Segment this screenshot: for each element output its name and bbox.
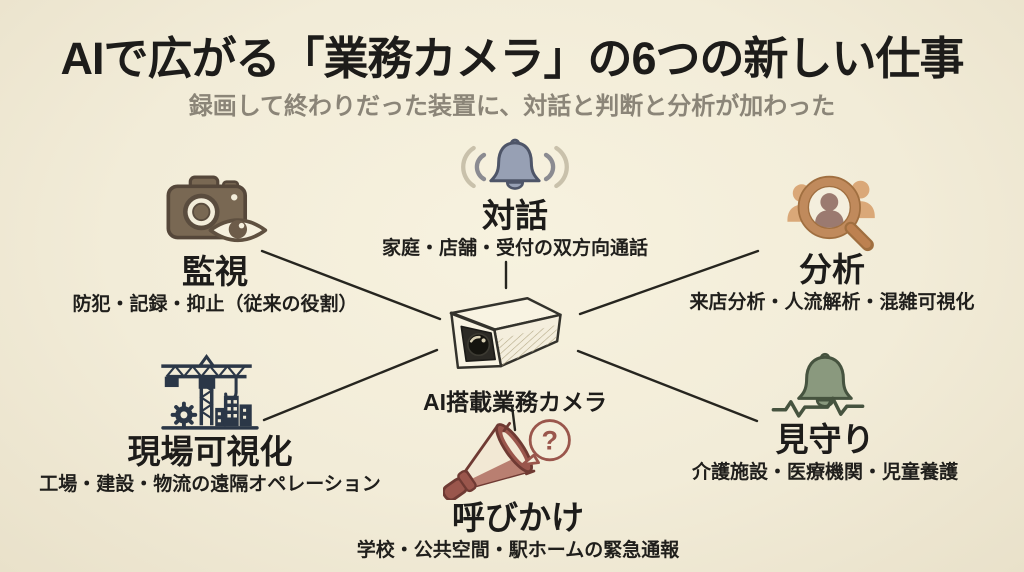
node-description: 学校・公共空間・駅ホームの緊急通報 <box>356 539 680 561</box>
connector-line-analysis <box>578 249 760 316</box>
ringing-bell-icon <box>454 138 576 198</box>
node-title: 分析 <box>799 251 865 288</box>
node-description: 介護施設・医療機関・児童養護 <box>691 461 958 483</box>
node-title: 対話 <box>482 197 548 234</box>
center-camera: AI搭載業務カメラ <box>423 290 607 417</box>
people-magnifier-icon <box>778 175 886 252</box>
node-surveillance: 監視 防犯・記録・抑止（従来の役割） <box>35 175 395 316</box>
connector-line-watch-over <box>576 349 759 423</box>
connector-line-surveillance <box>260 249 442 321</box>
node-title: 現場可視化 <box>127 433 293 470</box>
node-title: 呼びかけ <box>452 499 584 536</box>
node-call-out: ? 呼びかけ 学校・公共空間・駅ホームの緊急通報 <box>338 419 698 562</box>
question-mark-glyph: ? <box>542 425 559 456</box>
connector-line-site-visibility <box>262 348 439 422</box>
megaphone-icon: ? <box>443 419 593 500</box>
page-subtitle: 録画して終わりだった装置に、対話と判断と分析が加わった <box>188 93 836 120</box>
cctv-camera-illustration <box>431 290 599 381</box>
connector-line-call-out <box>510 404 517 432</box>
alert-bell-heartbeat-icon <box>768 348 882 422</box>
center-camera-label: AI搭載業務カメラ <box>423 389 607 415</box>
construction-crane-icon <box>146 352 274 434</box>
node-description: 防犯・記録・抑止（従来の役割） <box>72 293 358 315</box>
node-dialogue: 対話 家庭・店舗・受付の双方向通話 <box>335 138 695 260</box>
camera-eye-icon <box>159 175 271 254</box>
node-watch-over: 見守り 介護施設・医療機関・児童養護 <box>645 348 1005 484</box>
node-title: 監視 <box>182 253 248 290</box>
node-description: 家庭・店舗・受付の双方向通話 <box>381 237 648 259</box>
node-title: 見守り <box>775 421 875 458</box>
node-description: 来店分析・人流解析・混雑可視化 <box>689 291 975 313</box>
node-analysis: 分析 来店分析・人流解析・混雑可視化 <box>652 175 1012 314</box>
page-title: AIで広がる「業務カメラ」の6つの新しい仕事 <box>60 33 964 84</box>
node-description: 工場・建設・物流の遠隔オペレーション <box>39 473 381 495</box>
node-site-visibility: 現場可視化 工場・建設・物流の遠隔オペレーション <box>25 352 395 496</box>
